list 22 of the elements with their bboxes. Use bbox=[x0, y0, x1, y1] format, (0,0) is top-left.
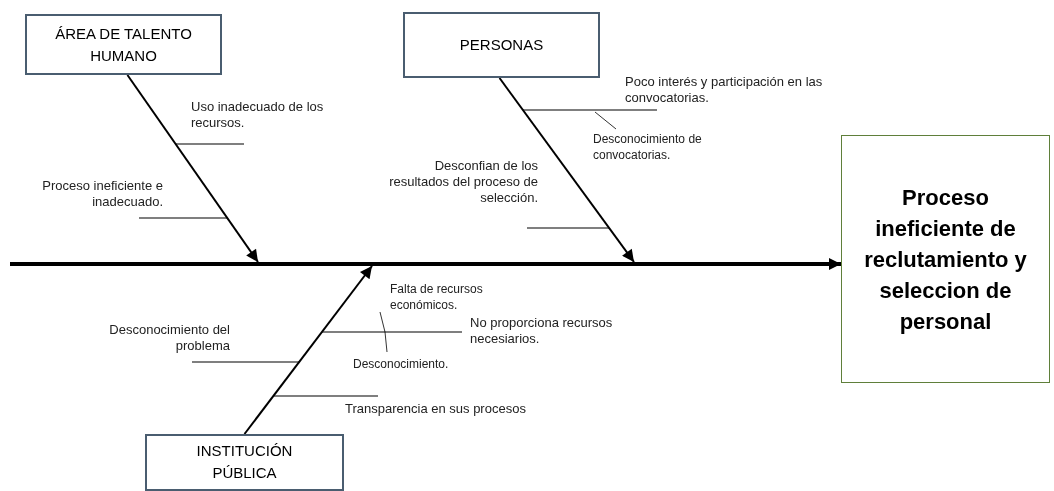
bone-arrow bbox=[243, 265, 373, 435]
cause-label: Desconocimiento del problema bbox=[108, 322, 230, 354]
cause-label: Desconocimiento. bbox=[353, 356, 450, 372]
bone-arrow bbox=[498, 77, 635, 263]
effect-title: Proceso ineficiente de reclutamiento y seleccion de personal bbox=[863, 183, 1028, 336]
cause-label: Desconocimiento de convocatorias. bbox=[593, 131, 703, 163]
cause-label: Proceso ineficiente e inadecuado. bbox=[41, 178, 163, 210]
cause-label: Desconfian de los resultados del proceso de selección. bbox=[388, 158, 538, 206]
bone-arrow bbox=[126, 74, 259, 263]
category-label: PERSONAS bbox=[459, 35, 544, 55]
cause-label: No proporciona recursos necesiarios. bbox=[470, 315, 614, 347]
category-box bbox=[403, 12, 600, 78]
spine-arrow bbox=[10, 258, 841, 270]
category-label: INSTITUCIÓN PÚBLICA bbox=[195, 441, 294, 483]
cause-label: Transparencia en sus procesos bbox=[345, 401, 527, 417]
category-label: ÁREA DE TALENTO HUMANO bbox=[54, 23, 193, 66]
cause-label: Poco interés y participación en las convocatorias. bbox=[625, 74, 824, 106]
category-box bbox=[25, 14, 222, 75]
cause-label: Falta de recursos económicos. bbox=[390, 281, 484, 313]
category-box bbox=[145, 434, 344, 491]
cause-label: Uso inadecuado de los recursos. bbox=[191, 99, 325, 131]
effect-box bbox=[841, 135, 1050, 383]
